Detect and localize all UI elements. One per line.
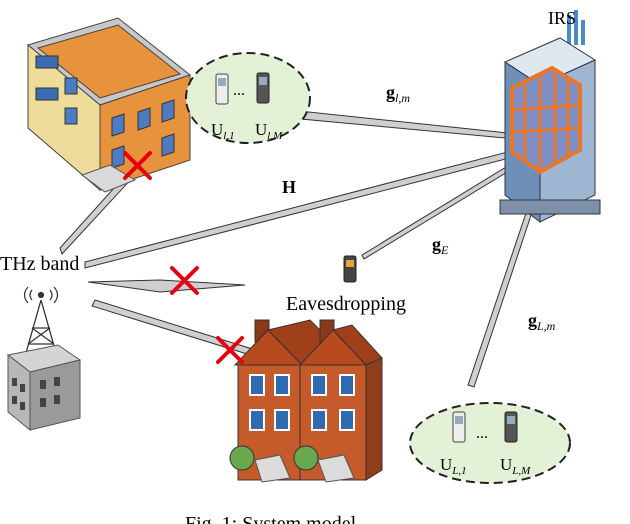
user-label-L1: UL,1 [440, 455, 467, 477]
figure-caption: Fig. 1: System model. [185, 513, 361, 524]
beam-bs-blocked [87, 279, 246, 293]
office-building [26, 17, 192, 193]
blocked-marks [123, 151, 244, 364]
user-label-lM: Ul,M [255, 120, 283, 142]
blocked-x-icon [123, 151, 152, 180]
user-group-l-ellipse [185, 52, 311, 144]
irs-label: IRS [548, 8, 576, 28]
houses [229, 319, 383, 483]
eavesdropping-label: Eavesdropping [286, 293, 406, 315]
phone-icon [256, 72, 270, 104]
beam-bs-to-houses [91, 299, 263, 359]
user-group-L-ellipse [409, 402, 571, 484]
antenna-icon [23, 286, 59, 304]
phone-icon [504, 411, 518, 443]
blocked-x-icon [170, 266, 199, 295]
base-station [6, 286, 82, 432]
eavesdropper-phone-icon [343, 255, 357, 283]
irs-building [499, 10, 601, 224]
blocked-x-icon [216, 336, 244, 364]
phone-icon [452, 411, 466, 443]
user-group-l: ... Ul,1 Ul,M [185, 52, 311, 144]
channel-label-h: H [282, 177, 296, 197]
user-label-l1: Ul,1 [211, 120, 235, 142]
user-group-L: ... UL,1 UL,M [409, 402, 571, 484]
user-group-L-ellipsis: ... [476, 425, 488, 442]
house-left [229, 319, 346, 483]
irs-panel [510, 65, 582, 175]
channel-label-g-Lm: gL,m [528, 310, 556, 333]
thz-band-label: THz band [0, 253, 79, 275]
channel-label-g-lm: gl,m [386, 82, 410, 105]
channel-label-g-e: gE [432, 234, 449, 257]
user-group-l-ellipsis: ... [233, 82, 245, 99]
house-right [293, 319, 383, 483]
phone-icon [215, 73, 229, 105]
user-label-LM: UL,M [500, 455, 531, 477]
